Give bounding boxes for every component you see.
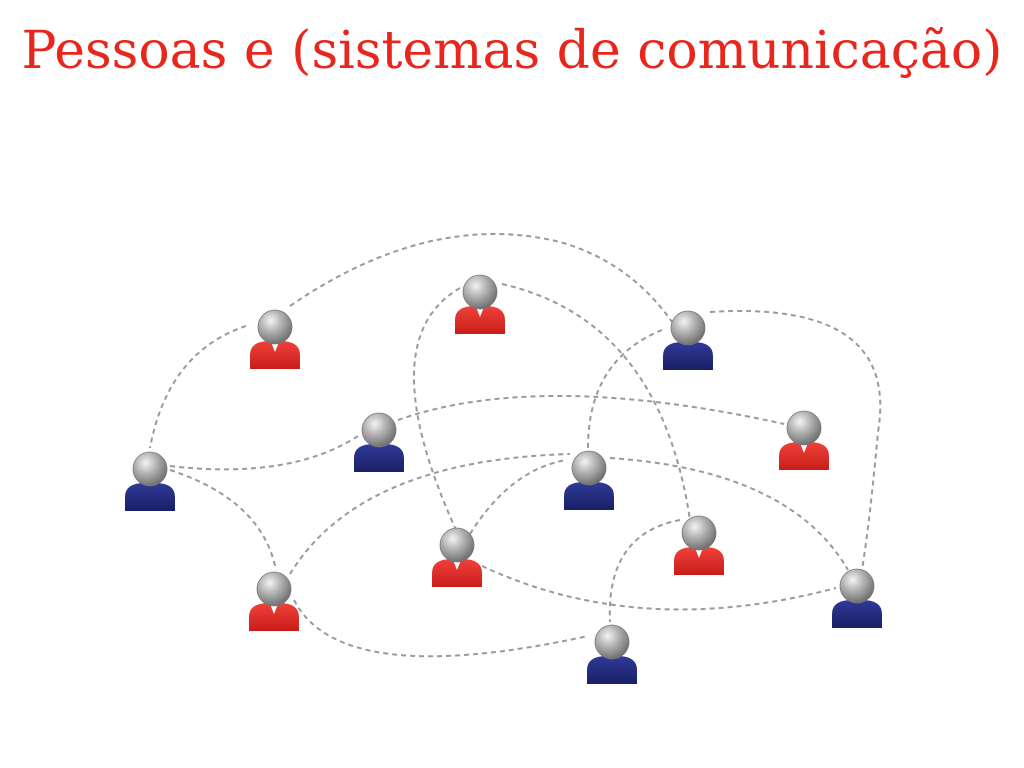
link-p1-p6 [149,325,247,449]
link-p1-p3 [289,233,673,323]
person-icon [779,410,829,470]
link-p8-p11 [481,565,837,611]
person-icon [249,571,299,631]
link-p10-p12 [293,599,589,658]
person-icon [455,274,505,334]
person-icon [674,515,724,575]
person-icon [832,568,882,628]
link-p4-p5 [397,395,785,425]
slide-title: Pessoas e (sistemas de comunicação) [21,21,1003,81]
link-p6-p10 [169,469,277,571]
link-p2-p8 [413,287,461,531]
link-p2-p9 [501,283,691,521]
link-p10-p7 [289,453,571,575]
link-p7-p11 [609,457,849,571]
person-icon [432,527,482,587]
person-icon [564,450,614,510]
people [125,274,882,684]
person-icon [250,309,300,369]
link-p9-p12 [608,519,681,623]
person-icon [354,412,404,472]
link-p3-p11 [709,310,882,571]
link-p6-p4 [169,435,359,471]
link-p3-p7 [587,329,663,449]
link-p8-p7 [469,459,567,535]
person-icon [125,451,175,511]
person-icon [663,310,713,370]
person-icon [587,624,637,684]
connections [149,233,882,658]
